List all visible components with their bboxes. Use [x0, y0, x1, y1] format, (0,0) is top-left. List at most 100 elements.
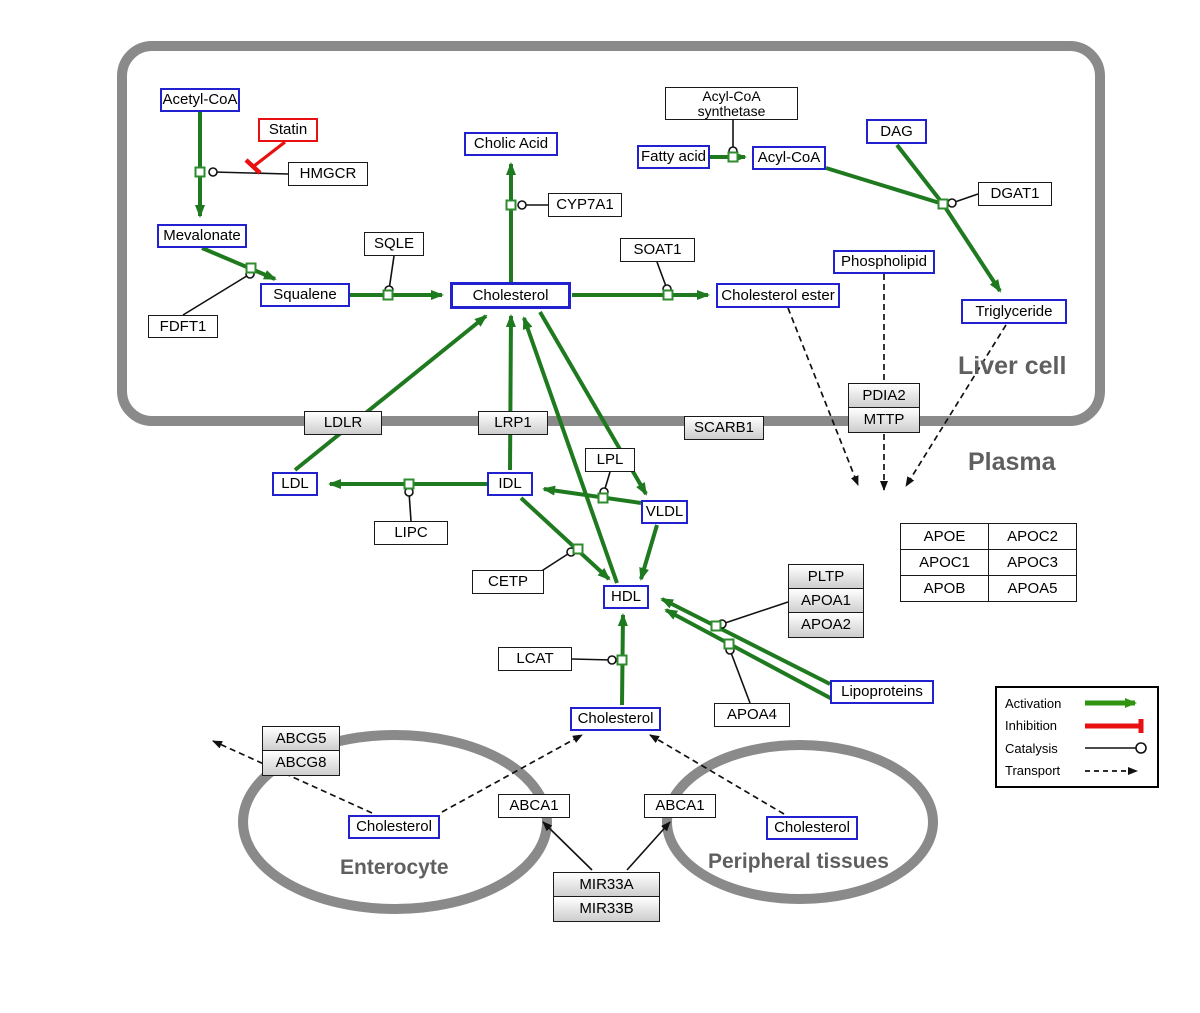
catalysis-sqle — [388, 255, 395, 291]
legend-transport-label: Transport — [1005, 763, 1061, 779]
node-mir33b[interactable]: MIR33B — [553, 896, 660, 922]
legend: Activation Inhibition Catalysis Transpor… — [995, 686, 1159, 788]
node-cetp[interactable]: CETP — [472, 570, 544, 594]
node-hmgcr[interactable]: HMGCR — [288, 162, 368, 186]
edge-idl-liver-cholesterol — [505, 314, 516, 471]
apo-cell[interactable]: APOC1 — [901, 550, 989, 576]
legend-row-inhibition: Inhibition — [1005, 716, 1149, 736]
node-statin[interactable]: Statin — [258, 118, 318, 142]
node-cholesterol-peripheral[interactable]: Cholesterol — [766, 816, 858, 840]
node-abcg8[interactable]: ABCG8 — [262, 750, 340, 776]
node-triglyceride[interactable]: Triglyceride — [961, 299, 1067, 324]
transport-triglyceride-plasma — [905, 324, 1007, 487]
node-cholesterol-plasma[interactable]: Cholesterol — [570, 707, 661, 731]
transport-enterocyte-plasma-cholesterol — [441, 734, 583, 813]
node-lcat[interactable]: LCAT — [498, 647, 572, 671]
transport-arrow-icon — [1085, 766, 1138, 775]
node-apoa2[interactable]: APOA2 — [788, 612, 864, 638]
node-fdft1[interactable]: FDFT1 — [148, 315, 218, 338]
catalysis-lcat — [571, 658, 613, 661]
legend-row-catalysis: Catalysis — [1005, 738, 1149, 758]
transport-cholesterolester-plasma — [787, 307, 859, 486]
transport-enterocyte-abcg-out — [212, 740, 373, 814]
catalysis-apoa4 — [729, 649, 751, 704]
edge-lipoproteins-hdl-lower — [664, 608, 835, 702]
legend-catalysis-label: Catalysis — [1005, 740, 1058, 756]
node-dag[interactable]: DAG — [866, 119, 927, 144]
node-dgat1[interactable]: DGAT1 — [978, 182, 1052, 206]
node-ldlr[interactable]: LDLR — [304, 411, 382, 435]
node-cholesterol-ester[interactable]: Cholesterol ester — [716, 283, 840, 308]
node-abca1-enterocyte[interactable]: ABCA1 — [498, 794, 570, 818]
node-cholesterol-enterocyte[interactable]: Cholesterol — [348, 815, 440, 839]
catalysis-fdft1 — [182, 273, 251, 316]
legend-inhibition-label: Inhibition — [1005, 718, 1058, 734]
edge-lipoproteins-hdl-upper — [660, 597, 831, 686]
apolipoprotein-table: APOE APOC2 APOC1 APOC3 APOB APOA5 — [900, 523, 1077, 602]
reaction-squares — [194, 151, 949, 666]
transport-edges — [212, 274, 1007, 815]
catalysis-circle-icon — [1085, 742, 1147, 755]
node-apoa4[interactable]: APOA4 — [714, 703, 790, 727]
liver-cell-membrane — [117, 41, 1105, 426]
legend-row-activation: Activation — [1005, 693, 1149, 713]
apo-cell[interactable]: APOB — [901, 576, 989, 602]
acyl-coa-synthetase-line1: Acyl-CoA — [702, 87, 761, 104]
enterocyte-label: Enterocyte — [340, 856, 449, 879]
transport-peripheral-plasma-cholesterol — [649, 734, 785, 815]
legend-activation-label: Activation — [1005, 695, 1062, 711]
node-sqle[interactable]: SQLE — [364, 232, 424, 256]
node-pdia2[interactable]: PDIA2 — [848, 383, 920, 409]
node-lipc[interactable]: LIPC — [374, 521, 448, 545]
catalysis-hmgcr — [212, 171, 289, 175]
node-cholesterol-liver[interactable]: Cholesterol — [450, 282, 571, 309]
node-mttp[interactable]: MTTP — [848, 407, 920, 433]
node-abcg5[interactable]: ABCG5 — [262, 726, 340, 752]
node-lrp1[interactable]: LRP1 — [478, 411, 548, 435]
node-scarb1[interactable]: SCARB1 — [684, 416, 764, 440]
node-acyl-coa[interactable]: Acyl-CoA — [752, 146, 826, 170]
activation-arrow-icon — [1085, 698, 1137, 709]
node-ldl[interactable]: LDL — [272, 472, 318, 496]
node-phospholipid[interactable]: Phospholipid — [833, 250, 935, 274]
node-pltp[interactable]: PLTP — [788, 564, 864, 590]
node-mevalonate[interactable]: Mevalonate — [157, 224, 247, 248]
node-apoa1[interactable]: APOA1 — [788, 588, 864, 614]
node-squalene[interactable]: Squalene — [260, 283, 350, 307]
inhibition-edge-statin — [244, 140, 286, 175]
apo-cell[interactable]: APOA5 — [989, 576, 1077, 602]
node-abca1-peripheral[interactable]: ABCA1 — [644, 794, 716, 818]
legend-row-transport: Transport — [1005, 761, 1149, 781]
edge-dag-dgat — [895, 143, 945, 206]
node-cholic-acid[interactable]: Cholic Acid — [464, 132, 558, 156]
node-cyp7a1[interactable]: CYP7A1 — [548, 193, 622, 217]
edge-vldl-idl — [542, 485, 642, 505]
edge-dgat-triglyceride — [941, 202, 1002, 293]
catalysis-edges — [182, 120, 979, 871]
edge-idl-cetp-hdl — [519, 496, 611, 581]
node-acyl-coa-synthetase[interactable]: Acyl-CoA synthetase — [665, 87, 798, 120]
node-idl[interactable]: IDL — [487, 472, 533, 496]
mir33-abca1-right — [626, 821, 671, 871]
apo-cell[interactable]: APOE — [901, 524, 989, 550]
node-vldl[interactable]: VLDL — [641, 500, 688, 524]
node-hdl[interactable]: HDL — [603, 585, 649, 609]
liver-cell-label: Liver cell — [958, 352, 1067, 380]
apo-cell[interactable]: APOC2 — [989, 524, 1077, 550]
plasma-label: Plasma — [968, 448, 1056, 476]
inhibition-bar-icon — [1085, 718, 1144, 733]
node-mir33a[interactable]: MIR33A — [553, 872, 660, 898]
catalysis-apo-stack — [721, 601, 789, 625]
node-fatty-acid[interactable]: Fatty acid — [637, 145, 710, 169]
apo-cell[interactable]: APOC3 — [989, 550, 1077, 576]
node-acetyl-coa[interactable]: Acetyl-CoA — [160, 88, 240, 112]
mir33-abca1-left — [542, 821, 593, 871]
node-lipoproteins[interactable]: Lipoproteins — [830, 680, 934, 704]
edge-acylcoa-dgat — [825, 166, 944, 206]
catalysis-lipc — [408, 491, 412, 522]
node-lpl[interactable]: LPL — [585, 448, 635, 472]
catalysis-cetp — [539, 551, 572, 573]
node-soat1[interactable]: SOAT1 — [620, 238, 695, 262]
